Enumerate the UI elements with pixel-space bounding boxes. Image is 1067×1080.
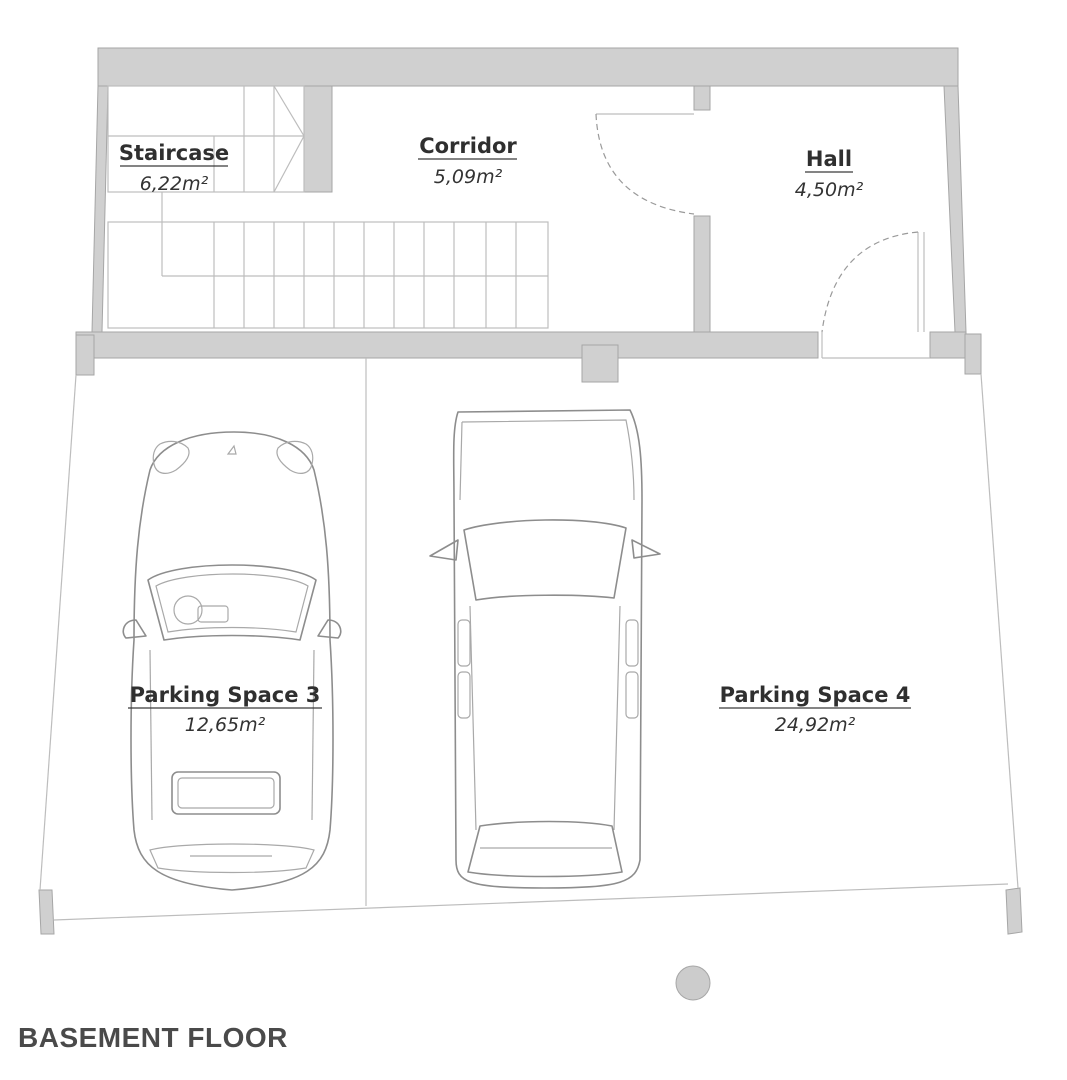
stairs: [107, 85, 549, 329]
wall-hall-lower: [693, 215, 711, 333]
post-front-left: [38, 889, 55, 935]
wall-right: [943, 85, 967, 333]
wall-hall-upper: [693, 85, 711, 111]
room-area-parking-3: 12,65m²: [185, 714, 266, 736]
door-swing-corridor-hall: [595, 113, 695, 215]
parking-outline: [39, 358, 1019, 921]
room-name-parking-3: Parking Space 3: [130, 683, 321, 707]
stairs-lower-flight: [107, 221, 549, 329]
car-suv: [429, 409, 661, 889]
wall-post-left: [75, 334, 95, 376]
room-name-parking-4: Parking Space 4: [720, 683, 911, 707]
stairs-upper-flight: [107, 85, 305, 193]
post-front-right: [1005, 887, 1023, 935]
room-name-staircase: Staircase: [119, 141, 229, 165]
room-name-corridor: Corridor: [419, 134, 517, 158]
doors: [595, 113, 930, 359]
walls: [38, 47, 1023, 935]
wall-top: [97, 47, 959, 87]
floor-title: BASEMENT FLOOR: [18, 1022, 288, 1053]
pillar-center: [581, 344, 619, 383]
round-post: [675, 965, 711, 1001]
door-swing-hall: [821, 231, 919, 333]
room-area-parking-4: 24,92m²: [775, 714, 856, 736]
wall-bottom-left: [75, 331, 819, 359]
wall-post-right: [964, 333, 982, 375]
car-sports: [122, 431, 342, 891]
wall-bottom-right: [929, 331, 967, 359]
room-name-hall: Hall: [806, 147, 852, 171]
room-area-hall: 4,50m²: [795, 179, 864, 201]
wall-staircase-core: [303, 85, 333, 193]
room-area-staircase: 6,22m²: [140, 173, 209, 195]
wall-left: [91, 85, 109, 333]
room-area-corridor: 5,09m²: [434, 166, 503, 188]
room-labels: Staircase 6,22m² Corridor 5,09m² Hall 4,…: [119, 134, 911, 736]
